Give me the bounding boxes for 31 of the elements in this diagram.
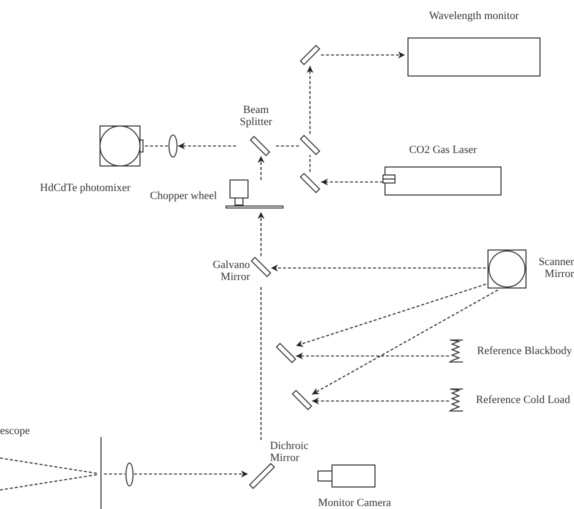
- component-label: Reference Blackbody: [477, 345, 573, 357]
- beam-arrow: [296, 284, 486, 347]
- beam-arrow: [321, 52, 405, 58]
- component-label: Monitor Camera: [318, 497, 392, 509]
- beam-line: [260, 286, 262, 440]
- beam-line: [0, 457, 98, 474]
- beam-arrow: [312, 398, 449, 404]
- beam-line: [104, 473, 125, 475]
- beam-line: [0, 474, 98, 491]
- component-label: HdCdTe photomixer: [40, 182, 132, 194]
- component-label: Reference Cold Load: [476, 394, 572, 406]
- beam-line: [309, 155, 311, 172]
- component-label: Chopper wheel: [150, 190, 218, 202]
- beam-arrow: [258, 212, 264, 256]
- cut-off-label: escope: [0, 425, 30, 437]
- component-label: Galvano Mirror: [212, 259, 250, 283]
- component-label: Dichroic Mirror: [270, 440, 310, 464]
- beam-arrow: [178, 142, 236, 150]
- component-label: CO2 Gas Laser: [408, 144, 478, 156]
- beam-line: [276, 145, 299, 147]
- component-label: Scanner Mirror: [538, 256, 574, 280]
- beam-arrow: [258, 156, 264, 180]
- beam-arrow: [134, 470, 248, 478]
- beam-arrow: [312, 290, 498, 395]
- beam-line: [143, 145, 168, 147]
- beam-arrow: [306, 66, 314, 134]
- component-label: Beam Splitter: [238, 104, 274, 128]
- beam-arrow: [296, 352, 449, 360]
- beam-arrow: [271, 264, 486, 272]
- beam-arrow: [321, 178, 383, 186]
- component-label: Wavelength monitor: [428, 10, 520, 22]
